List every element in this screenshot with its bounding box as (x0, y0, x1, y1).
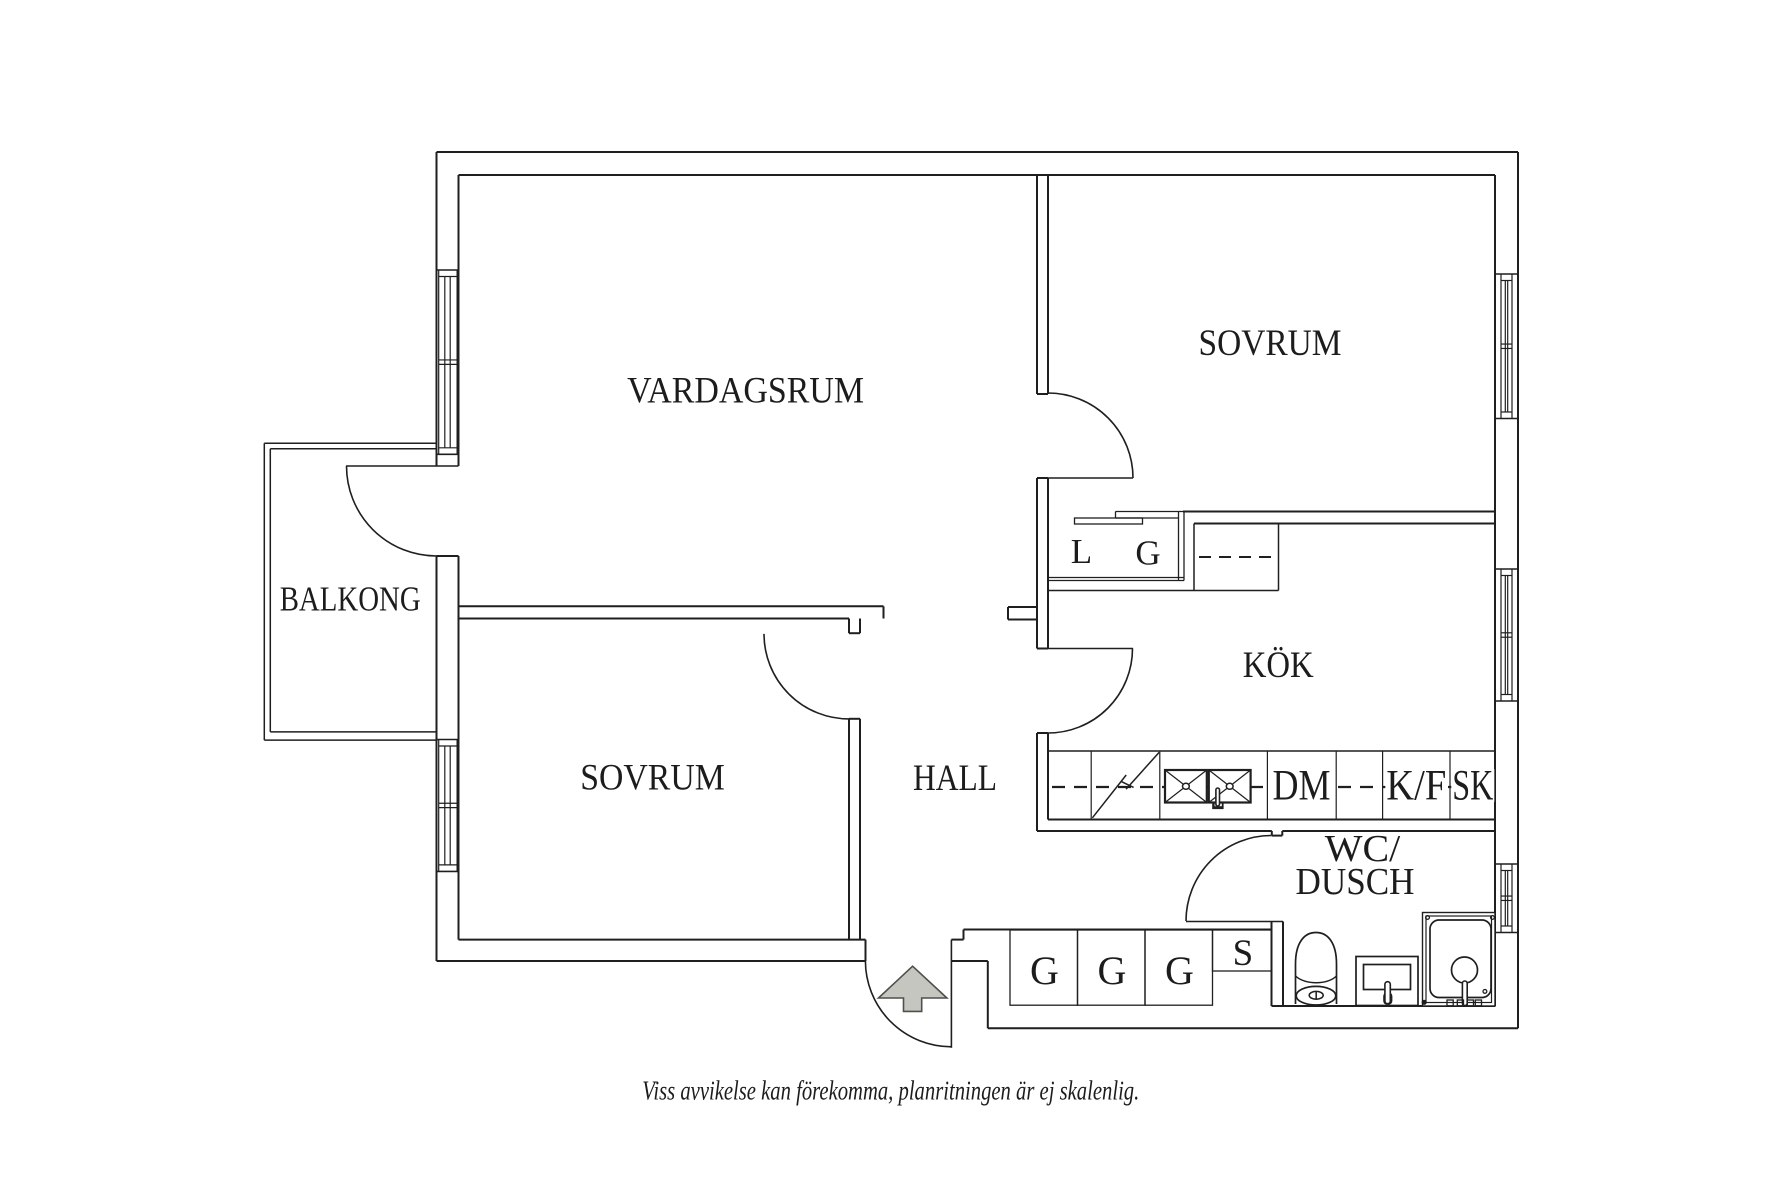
svg-text:BALKONG: BALKONG (280, 581, 421, 619)
svg-text:SK: SK (1452, 763, 1493, 810)
svg-text:S: S (1233, 933, 1254, 974)
svg-text:SOVRUM: SOVRUM (1199, 323, 1342, 364)
svg-text:Viss avvikelse kan förekomma,: Viss avvikelse kan förekomma, planritnin… (642, 1074, 1139, 1105)
svg-text:G: G (1165, 948, 1194, 993)
svg-text:DUSCH: DUSCH (1296, 861, 1415, 903)
svg-text:VARDAGSRUM: VARDAGSRUM (627, 371, 864, 412)
svg-text:WC/: WC/ (1325, 828, 1401, 870)
svg-text:L: L (1071, 532, 1092, 571)
svg-text:DM: DM (1273, 763, 1331, 810)
svg-text:K/F: K/F (1386, 763, 1446, 810)
svg-text:G: G (1030, 948, 1059, 993)
svg-text:G: G (1098, 948, 1127, 993)
svg-text:SOVRUM: SOVRUM (580, 758, 725, 799)
svg-text:HALL: HALL (913, 758, 997, 799)
svg-text:KÖK: KÖK (1243, 645, 1314, 686)
svg-text:G: G (1135, 534, 1160, 573)
